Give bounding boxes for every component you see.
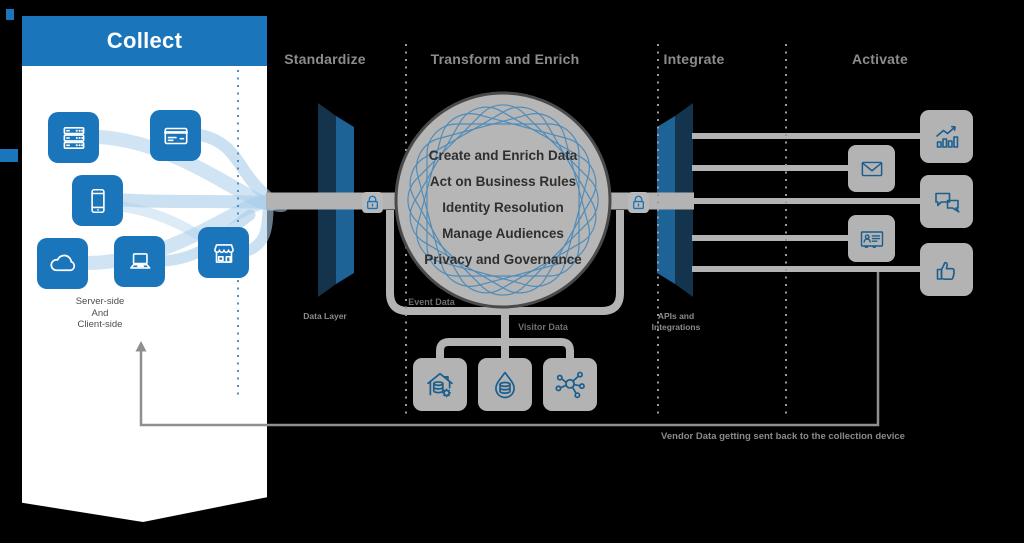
data-lake-icon [478,358,532,411]
contact-card-icon [848,215,895,262]
event-data-label: Event Data [408,297,455,307]
hub-capability: Manage Audiences [442,226,564,241]
analytics-chart-icon [920,110,973,163]
hub-capability: Identity Resolution [442,200,564,215]
email-icon [848,145,895,192]
cloud-icon [37,238,88,289]
stage-label-transform-and-enrich: Transform and Enrich [430,51,580,67]
decorative-blue-mark [6,9,14,20]
storefront-icon [198,227,249,278]
stage-label-standardize: Standardize [284,51,366,67]
server-icon [48,112,99,163]
hub-capability: Act on Business Rules [429,174,577,189]
data-warehouse-icon [413,358,467,411]
data-network-icon [543,358,597,411]
integrate-gate [657,103,693,297]
stage-label-integrate: Integrate [663,51,725,67]
stage-label-activate: Activate [851,51,909,67]
lock-icon [362,192,383,213]
chat-bubbles-icon [920,175,973,228]
apis-integrations-label: APIs and Integrations [626,311,726,333]
apis-label-line1: APIs and [657,311,695,321]
feedback-caption: Vendor Data getting sent back to the col… [661,431,905,442]
collect-title: Collect [106,28,183,53]
standardize-gate [318,103,354,297]
lock-icon [628,192,649,213]
data-layer-label: Data Layer [303,311,347,321]
hub-capability: Create and Enrich Data [428,148,578,163]
collect-header: Collect [22,16,267,66]
thumbs-up-icon [920,243,973,296]
credit-card-icon [150,110,201,161]
collect-caption: Server-side And Client-side [50,296,150,331]
decorative-blue-mark [0,149,18,162]
collect-caption-line: Client-side [77,319,123,330]
laptop-icon [114,236,165,287]
collect-caption-line: And [91,307,109,319]
apis-label-line2: Integrations [651,322,701,332]
visitor-data-label: Visitor Data [518,322,568,332]
mobile-phone-icon [72,175,123,226]
collect-caption-line: Server-side [75,296,125,307]
hub-capability: Privacy and Governance [424,252,582,267]
hub-capabilities: Create and Enrich Data Act on Business R… [393,143,613,273]
